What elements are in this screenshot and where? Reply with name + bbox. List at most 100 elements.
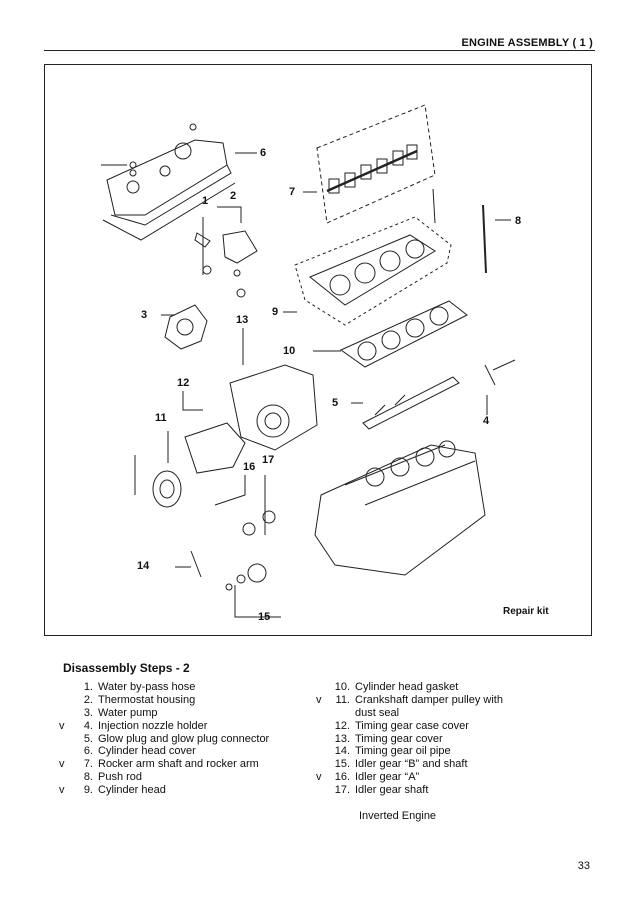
- step-text: Idler gear “B” and shaft: [355, 758, 468, 771]
- step-row: v 7. Rocker arm shaft and rocker arm: [59, 758, 329, 771]
- push-rod-part: [432, 188, 436, 224]
- step-text: Crankshaft damper pulley with: [355, 693, 503, 706]
- step-text: Push rod: [98, 771, 143, 784]
- step-row: 8. Push rod: [59, 771, 329, 784]
- page-number: 33: [577, 860, 590, 872]
- step-number: 3.: [83, 706, 93, 719]
- timing-gear-oil-pipe-part: [190, 550, 202, 578]
- step-number: 2.: [83, 693, 93, 706]
- step-text: Idler gear shaft: [355, 784, 429, 797]
- water-pump-part: [164, 304, 208, 350]
- step-row: 14. Timing gear oil pipe: [316, 745, 586, 758]
- step-text: Cylinder head cover: [98, 745, 196, 758]
- cylinder-head-cover-part: [106, 139, 228, 216]
- step-row: 1. Water by-pass hose: [59, 681, 329, 694]
- callout-2: 2: [230, 190, 237, 202]
- idler-gear-a-part: [242, 522, 256, 536]
- step-number: 10.: [334, 681, 350, 693]
- idler-gear-b-part: [247, 563, 267, 583]
- rocker-arms: [328, 144, 418, 194]
- callout-4: 4: [483, 415, 490, 427]
- step-number: 17.: [334, 784, 350, 797]
- step-row: v 16. Idler gear “A”: [316, 771, 586, 784]
- callout-17: 17: [262, 454, 275, 466]
- step-mark: v: [316, 771, 322, 784]
- header-title: ENGINE ASSEMBLY ( 1 ): [461, 37, 593, 49]
- callout-8: 8: [515, 215, 522, 227]
- step-text: dust seal: [355, 706, 400, 719]
- step-row: 6. Cylinder head cover: [59, 745, 329, 758]
- step-number: 12.: [334, 719, 350, 732]
- callout-6: 6: [260, 147, 267, 159]
- step-number: 7.: [83, 758, 93, 771]
- step-number: 9.: [83, 784, 93, 797]
- inverted-engine-note: Inverted Engine: [359, 810, 437, 822]
- head-gasket-part: [340, 300, 468, 368]
- step-text: Cylinder head gasket: [355, 681, 459, 693]
- header-rule: [44, 50, 595, 51]
- steps-left-column: 1. Water by-pass hose 2. Thermostat housin…: [59, 681, 329, 797]
- step-row: v 11. Crankshaft damper pulley with: [316, 694, 586, 707]
- callout-3: 3: [141, 309, 148, 321]
- step-text: Water pump: [98, 706, 158, 719]
- exploded-engine-drawing: [101, 104, 516, 618]
- timing-case-cover-part: [184, 422, 246, 474]
- step-text: Cylinder head: [98, 784, 166, 797]
- step-row: 15. Idler gear “B” and shaft: [316, 758, 586, 771]
- section-title: Disassembly Steps - 2: [63, 661, 190, 675]
- step-text: Thermostat housing: [98, 693, 196, 706]
- step-row: 17. Idler gear shaft: [316, 784, 586, 797]
- cylinder-block-part: [314, 444, 486, 576]
- step-mark: v: [59, 758, 65, 771]
- step-text: Water by-pass hose: [98, 681, 196, 693]
- injection-nozzle-part: [484, 364, 496, 386]
- step-text: Glow plug and glow plug connector: [98, 732, 270, 745]
- step-row: 3. Water pump: [59, 707, 329, 720]
- step-row: v 4. Injection nozzle holder: [59, 720, 329, 733]
- callout-12: 12: [177, 377, 190, 389]
- callout-7: 7: [289, 186, 296, 198]
- step-number: 4.: [83, 719, 93, 732]
- step-row: 2. Thermostat housing: [59, 694, 329, 707]
- callout-9: 9: [272, 306, 279, 318]
- step-row: 13. Timing gear cover: [316, 733, 586, 746]
- callout-5: 5: [332, 397, 339, 409]
- callout-16: 16: [243, 461, 256, 473]
- step-row: 12. Timing gear case cover: [316, 720, 586, 733]
- step-number: 15.: [334, 758, 350, 771]
- step-mark: v: [316, 693, 322, 706]
- step-number: 8.: [83, 771, 93, 784]
- step-mark: v: [59, 719, 65, 732]
- step-text: Timing gear cover: [355, 732, 443, 745]
- glow-plug-connector-part: [362, 376, 460, 430]
- step-text: Timing gear oil pipe: [355, 745, 451, 758]
- step-number: 13.: [334, 732, 350, 745]
- damper-pulley-part: [152, 470, 182, 508]
- step-number: 5.: [83, 732, 93, 745]
- step-mark: v: [59, 784, 65, 797]
- step-text: Injection nozzle holder: [98, 719, 208, 732]
- step-number: 14.: [334, 745, 350, 758]
- step-row: v 9. Cylinder head: [59, 784, 329, 797]
- callout-14: 14: [137, 560, 150, 572]
- step-text: Idler gear “A”: [355, 771, 420, 784]
- repair-kit-label: Repair kit: [503, 606, 549, 617]
- callout-10: 10: [283, 345, 296, 357]
- callout-1: 1: [202, 195, 209, 207]
- cylinder-head-part: [294, 216, 452, 326]
- step-row: 5. Glow plug and glow plug connector: [59, 733, 329, 746]
- step-row: 10. Cylinder head gasket: [316, 681, 586, 694]
- step-number: 16.: [334, 771, 350, 784]
- step-text: Rocker arm shaft and rocker arm: [98, 758, 259, 771]
- callout-13: 13: [236, 314, 249, 326]
- step-text: Timing gear case cover: [355, 719, 469, 732]
- step-number: 1.: [83, 681, 93, 693]
- step-number: 11.: [335, 693, 350, 706]
- callout-15: 15: [258, 611, 271, 623]
- exploded-diagram-figure: 6 7 8 1 2 9 3 13 10 12 5 4 11 16 17 14 1…: [44, 64, 592, 636]
- callout-11: 11: [155, 412, 167, 424]
- step-row: dust seal: [316, 707, 586, 720]
- step-number: 6.: [83, 745, 93, 758]
- rocker-arm-box: [316, 104, 436, 224]
- timing-gear-cover-part: [229, 364, 318, 451]
